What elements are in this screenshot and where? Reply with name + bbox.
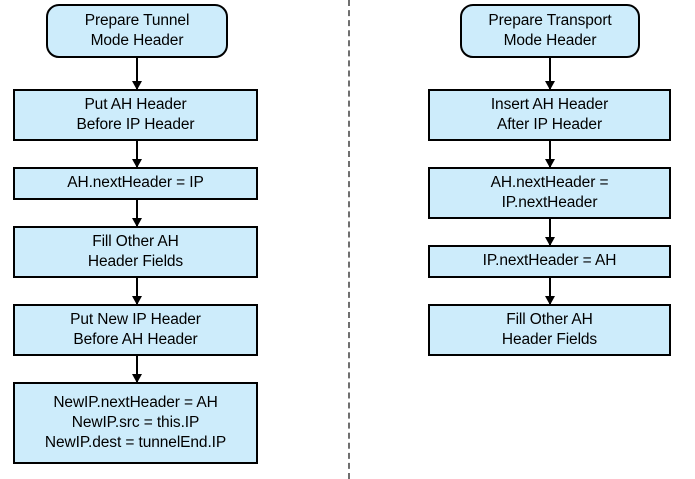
connector-transport-start-to-step-1 <box>549 58 551 89</box>
node-transport-step-1[interactable]: Insert AH Header After IP Header <box>428 89 671 141</box>
connector-transport-step-2-to-step-3 <box>549 219 551 245</box>
node-tunnel-step-5[interactable]: NewIP.nextHeader = AH NewIP.src = this.I… <box>13 382 258 464</box>
connector-tunnel-step-3-to-step-4 <box>136 278 138 304</box>
node-transport-start[interactable]: Prepare Transport Mode Header <box>460 4 640 58</box>
node-tunnel-step-1[interactable]: Put AH Header Before IP Header <box>13 89 258 141</box>
node-tunnel-step-4[interactable]: Put New IP Header Before AH Header <box>13 304 258 356</box>
connector-tunnel-step-2-to-step-3 <box>136 200 138 226</box>
node-tunnel-step-2[interactable]: AH.nextHeader = IP <box>13 167 258 200</box>
connector-tunnel-step-4-to-step-5 <box>136 356 138 382</box>
connector-tunnel-step-1-to-step-2 <box>136 141 138 167</box>
connector-transport-step-3-to-step-4 <box>549 278 551 304</box>
node-transport-step-2[interactable]: AH.nextHeader = IP.nextHeader <box>428 167 671 219</box>
node-tunnel-start[interactable]: Prepare Tunnel Mode Header <box>46 4 228 58</box>
node-transport-step-4[interactable]: Fill Other AH Header Fields <box>428 304 671 356</box>
node-transport-step-3[interactable]: IP.nextHeader = AH <box>428 245 671 278</box>
column-divider <box>348 0 350 479</box>
connector-transport-step-1-to-step-2 <box>549 141 551 167</box>
node-tunnel-step-3[interactable]: Fill Other AH Header Fields <box>13 226 258 278</box>
connector-tunnel-start-to-step-1 <box>136 58 138 89</box>
